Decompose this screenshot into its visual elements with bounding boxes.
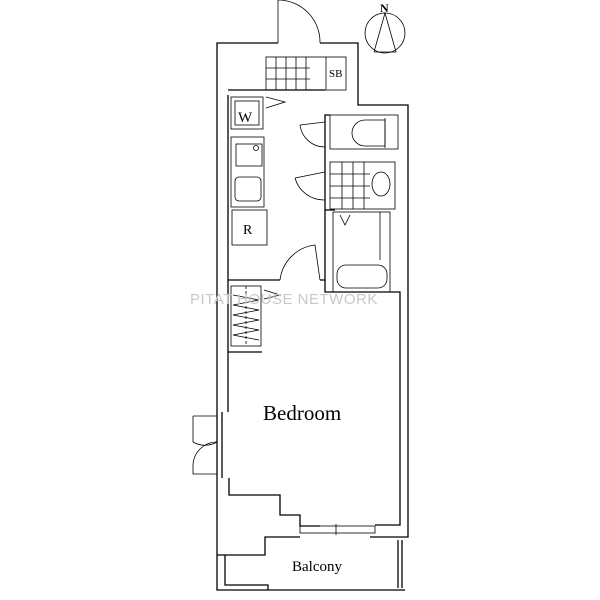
balcony-window: [299, 524, 376, 535]
svg-text:R: R: [243, 223, 253, 238]
svg-text:W: W: [238, 110, 253, 126]
kitchen-counter: [230, 136, 265, 208]
entrance-tile-area: SB: [265, 56, 347, 91]
balcony-label: Balcony: [292, 559, 342, 575]
bedroom-label: Bedroom: [263, 401, 341, 425]
refrigerator-space: R: [231, 209, 268, 246]
washer-space: W: [230, 96, 287, 130]
interior-walls: [228, 89, 335, 281]
compass-north-icon: N: [364, 1, 406, 54]
bedroom-door: [279, 244, 321, 281]
toilet-room: [299, 114, 399, 150]
svg-text:N: N: [380, 1, 389, 15]
closet: [230, 285, 282, 347]
entry-door: [277, 0, 321, 44]
outer-walls: [216, 42, 409, 591]
watermark: PITAT HOUSE NETWORK: [190, 291, 378, 308]
washroom: [294, 161, 396, 210]
bathroom: [332, 211, 391, 293]
svg-text:SB: SB: [329, 68, 342, 80]
side-window-doors: [192, 412, 223, 478]
bedroom-walls: [228, 280, 401, 526]
